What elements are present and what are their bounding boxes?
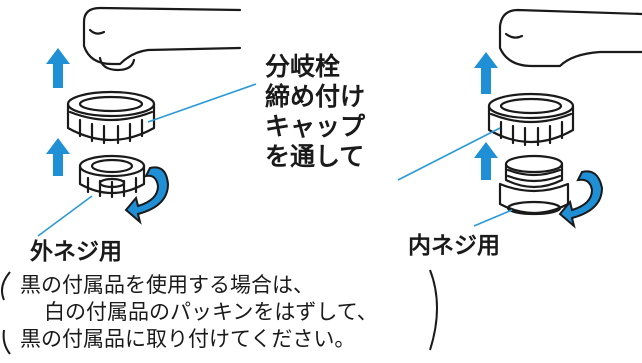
cap-left xyxy=(66,90,156,145)
note-line: 白の付属品のパッキンをはずして、 xyxy=(44,300,378,324)
label-leader-lines xyxy=(37,195,513,237)
lift-arrows xyxy=(46,48,498,180)
outer-thread-label: 外ネジ用 xyxy=(30,239,122,265)
faucet-spout-right xyxy=(498,8,642,68)
callout-text: 分岐栓 締め付け キャップ を通して xyxy=(265,52,365,172)
callout-line: を通して xyxy=(265,142,365,171)
rotation-arrows xyxy=(124,166,604,229)
up-arrow-icon xyxy=(474,52,498,94)
rotate-arrow-icon xyxy=(558,170,604,229)
faucet-spout-left xyxy=(82,6,242,72)
note-bracket xyxy=(1,269,438,355)
rotate-arrow-icon xyxy=(124,166,170,225)
callout-line: キャップ xyxy=(265,112,366,141)
callout-line: 締め付け xyxy=(265,82,366,111)
usage-note: 黒の付属品を使用する場合は、 白の付属品のパッキンをはずして、 黒の付属品に取り… xyxy=(20,272,378,353)
callout-line: 分岐栓 xyxy=(265,52,341,81)
adapter-outer-thread xyxy=(78,154,146,199)
inner-thread-label: 内ネジ用 xyxy=(408,233,500,259)
cap-right xyxy=(487,92,575,147)
note-line: 黒の付属品を使用する場合は、 xyxy=(20,273,314,297)
up-arrow-icon xyxy=(46,48,70,88)
up-arrow-icon xyxy=(474,142,498,180)
adapter-inner-thread xyxy=(498,154,570,216)
note-line: 黒の付属品に取り付けてください。 xyxy=(20,327,356,351)
up-arrow-icon xyxy=(46,138,70,176)
callout-leader-lines xyxy=(147,83,501,181)
